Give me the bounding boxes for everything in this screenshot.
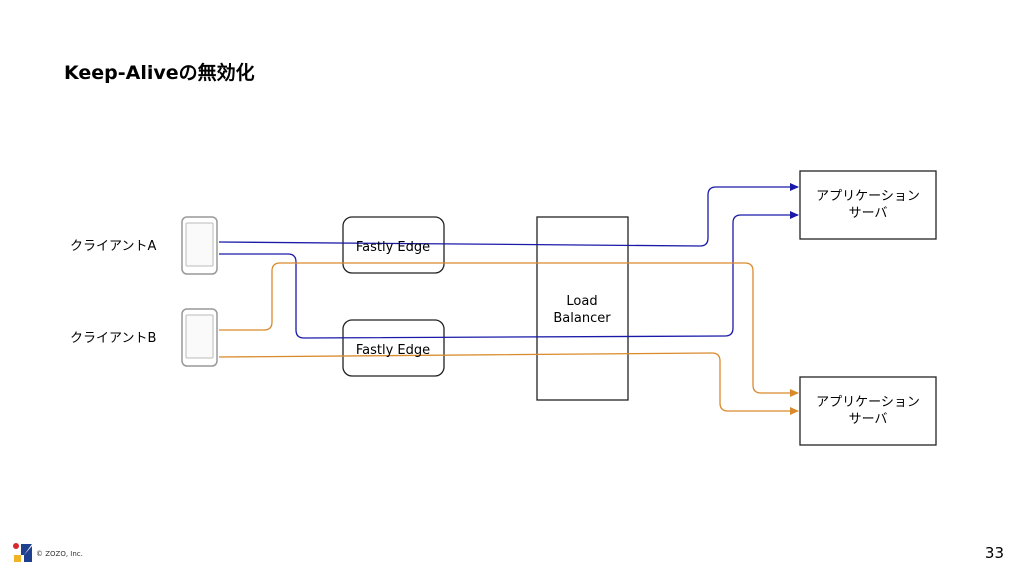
fastly-edge-box-2 — [342, 319, 445, 377]
page-number: 33 — [984, 544, 1004, 562]
app-server-1-label-line2: サーバ — [849, 206, 888, 221]
app-server-2-label-line2: サーバ — [849, 412, 888, 427]
fastly-edge-2-label: Fastly Edge — [356, 343, 430, 358]
route-a-to-server-2 — [219, 211, 799, 339]
app-server-1-label-line1: アプリケーション — [816, 189, 920, 204]
zozo-logo-icon — [13, 543, 32, 562]
copyright-text: © ZOZO, Inc. — [36, 550, 83, 558]
route-b-to-server-2-lower — [218, 352, 799, 415]
client-a-phone-icon — [181, 216, 218, 275]
app-server-box-1 — [799, 170, 937, 240]
fastly-edge-1-label: Fastly Edge — [356, 240, 430, 255]
app-server-box-2 — [799, 376, 937, 446]
route-a-to-server-1 — [218, 183, 799, 247]
slide-title: Keep-Aliveの無効化 — [64, 62, 255, 84]
fastly-edge-box-1 — [342, 216, 445, 274]
load-balancer-label-line2: Balancer — [553, 311, 611, 326]
app-server-2-label-line1: アプリケーション — [816, 395, 920, 410]
client-a-label: クライアントA — [70, 239, 156, 254]
load-balancer-label-line1: Load — [566, 294, 597, 309]
load-balancer-box — [536, 216, 629, 401]
route-b-to-server-2-upper — [219, 262, 799, 397]
client-b-phone-icon — [181, 308, 218, 367]
client-b-label: クライアントB — [70, 331, 156, 346]
